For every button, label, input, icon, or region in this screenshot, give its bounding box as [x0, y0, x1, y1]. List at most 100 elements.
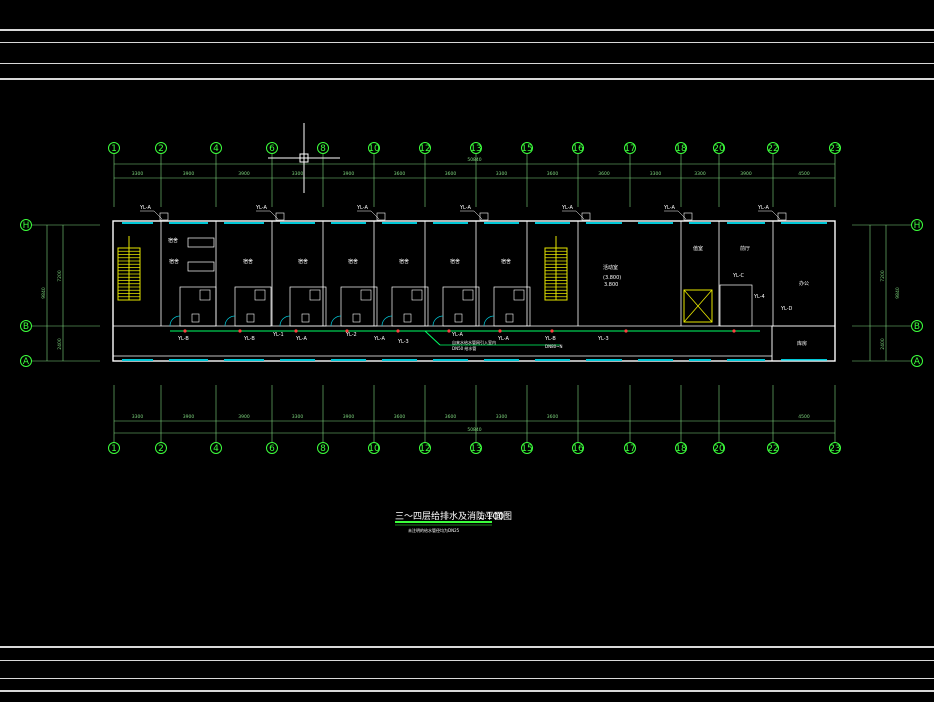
dim-top-segment: 3900 [740, 171, 752, 177]
pipe-tag-bottom: YL-3 [597, 336, 609, 342]
axis-bubble-bottom [419, 442, 431, 454]
row-bubble-left [20, 320, 32, 332]
pipe-tag-bottom: YL-3 [397, 339, 409, 345]
pipe-tag-bottom: YL-B [243, 336, 255, 342]
axis-label-top: 2 [158, 144, 164, 154]
room-label-dorm: 宿舍 [348, 258, 358, 265]
frame-top-line-2 [0, 42, 934, 43]
dim-top-segment: 3900 [343, 171, 355, 177]
frame-bottom-line-4 [0, 690, 934, 692]
axis-bubble-bottom [108, 442, 120, 454]
axis-bubble-top [210, 142, 222, 154]
axis-label-bottom: 12 [419, 444, 430, 454]
pipe-riser-dot [238, 329, 242, 333]
room-label-lobby: 前厅 [740, 245, 750, 252]
elevator-shaft [683, 289, 713, 323]
axis-label-top: 22 [767, 144, 778, 154]
bed [187, 261, 215, 272]
axis-bubble-top [521, 142, 533, 154]
drawing-scale: 1:100 [478, 512, 504, 522]
pipe-tag-top-leader [677, 210, 687, 220]
axis-bubble-top [675, 142, 687, 154]
axis-label-bottom: 8 [320, 444, 326, 454]
row-label-right: B [914, 322, 920, 332]
frame-bottom-line-2 [0, 660, 934, 661]
dim-top-segment: 3600 [598, 171, 610, 177]
door-swing [432, 315, 444, 327]
dim-top-segment: 4500 [798, 171, 810, 177]
axis-bubble-top [155, 142, 167, 154]
axis-label-bottom: 18 [675, 444, 687, 454]
axis-label-bottom: 20 [713, 444, 725, 454]
axis-bubble-bottom [713, 442, 725, 454]
row-bubble-left [20, 355, 32, 367]
pipe-tag-top: YL-A [757, 205, 769, 211]
riser-box-top [159, 212, 169, 221]
axis-label-bottom: 22 [767, 444, 778, 454]
axis-label-bottom: 4 [213, 444, 219, 454]
room-label-activity-level: (3.800) [603, 275, 621, 281]
row-label-left: B [23, 322, 29, 332]
dim-bottom-segment: 4500 [798, 414, 810, 420]
axis-bubble-bottom [572, 442, 584, 454]
room-label-activity: 活动室 [603, 264, 618, 271]
dim-bottom-segment: 3900 [238, 414, 250, 420]
axis-bubble-bottom [767, 442, 779, 454]
fixture-basin [309, 289, 321, 301]
frame-bottom-line-3 [0, 678, 934, 679]
axis-label-bottom: 13 [470, 444, 481, 454]
crosshair-cursor[interactable] [268, 123, 340, 193]
axis-bubble-bottom [317, 442, 329, 454]
row-label-left: A [23, 357, 30, 367]
bathroom-box [234, 286, 272, 327]
pipe-riser-dot [498, 329, 502, 333]
drawing-subtitle-note: 未注明的给水管径均为DN25 [408, 527, 460, 533]
plan-layer [112, 220, 836, 362]
pipe-riser-dot [294, 329, 298, 333]
bathroom-box [442, 286, 480, 327]
room-label-dorm: 宿舍 [399, 258, 409, 265]
axis-label-top: 1 [111, 144, 117, 154]
axis-bubble-bottom [624, 442, 636, 454]
pipe-tag-top-leader [370, 210, 380, 220]
frame-bottom-line-1 [0, 646, 934, 648]
dim-bottom-segment: 3900 [343, 414, 355, 420]
pipe-tag-top: YL-A [255, 205, 267, 211]
pipe-riser-dot [624, 329, 628, 333]
dim-top-total: 50840 [467, 157, 481, 163]
fixture-basin [360, 289, 372, 301]
fixture-toilet [505, 313, 514, 323]
axis-bubble-bottom [521, 442, 533, 454]
axis-label-top: 16 [572, 144, 584, 154]
fixture-basin [411, 289, 423, 301]
door-swing [330, 315, 342, 327]
row-label-left: H [23, 221, 30, 231]
axis-bubble-top [572, 142, 584, 154]
room-label-office: 办公 [799, 280, 809, 287]
pipe-tag-right: YL-4 [753, 294, 765, 300]
store-room [771, 325, 836, 362]
axis-bubble-bottom [675, 442, 687, 454]
axis-bubble-bottom [368, 442, 380, 454]
fixture-basin [199, 289, 211, 301]
pipe-riser-dot [183, 329, 187, 333]
room-label-dorm: 宿舍 [298, 258, 308, 265]
axis-bubble-top [317, 142, 329, 154]
bathroom-box [340, 286, 378, 327]
dim-side-total-left: 9840 [41, 287, 47, 299]
axis-label-bottom: 16 [572, 444, 584, 454]
axis-label-bottom: 17 [624, 444, 635, 454]
door-swing [381, 315, 393, 327]
fixture-toilet [301, 313, 310, 323]
frame-top-line-3 [0, 63, 934, 64]
pipe-tag-bottom: YL-A [295, 336, 307, 342]
dim-bottom-segment: 3600 [394, 414, 406, 420]
pipe-riser-dot [396, 329, 400, 333]
dim-side-total-right: 9840 [895, 287, 901, 299]
pipe-riser-dot [550, 329, 554, 333]
riser-box-top [777, 212, 787, 221]
axis-label-top: 4 [213, 144, 219, 154]
